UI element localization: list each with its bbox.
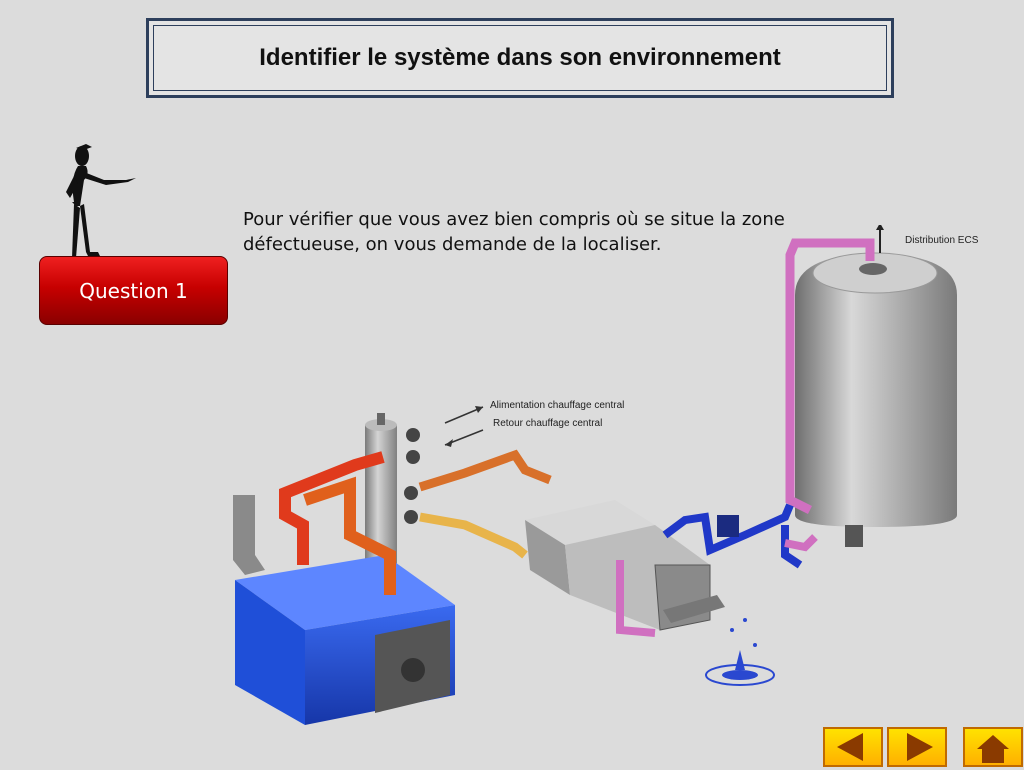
boiler[interactable] xyxy=(235,555,455,725)
ecs-storage-tank[interactable] xyxy=(795,252,957,547)
heating-supply-pipe[interactable] xyxy=(418,449,552,492)
home-button[interactable] xyxy=(963,727,1023,767)
home-icon xyxy=(977,735,1009,763)
pointing-man-icon xyxy=(66,144,136,262)
left-arrow-icon xyxy=(837,733,863,761)
heating-system-diagram[interactable]: Distribution ECS Alime xyxy=(225,225,1024,735)
cold-water-pipe[interactable] xyxy=(662,503,794,556)
title-box: Identifier le système dans son environne… xyxy=(146,18,894,98)
title-inner-frame: Identifier le système dans son environne… xyxy=(153,25,887,91)
alimentation-label: Alimentation chauffage central xyxy=(490,400,624,411)
hot-water-pipe[interactable] xyxy=(279,451,385,565)
question-1-button[interactable]: Question 1 xyxy=(39,256,228,325)
distribution-ecs-label: Distribution ECS xyxy=(905,235,979,246)
next-button[interactable] xyxy=(887,727,947,767)
ecs-distribution-pipe[interactable] xyxy=(785,238,875,515)
heating-return-pipe[interactable] xyxy=(419,512,528,559)
retour-label: Retour chauffage central xyxy=(493,418,602,429)
right-arrow-icon xyxy=(907,733,933,761)
water-leak-icon[interactable] xyxy=(663,595,775,686)
instruction-text: Pour vérifier que vous avez bien compris… xyxy=(243,209,785,255)
boiler-chimney xyxy=(233,495,265,575)
page-title: Identifier le système dans son environne… xyxy=(259,44,781,71)
previous-button[interactable] xyxy=(823,727,883,767)
heat-exchanger[interactable] xyxy=(525,500,711,631)
question-1-label: Question 1 xyxy=(79,278,188,303)
